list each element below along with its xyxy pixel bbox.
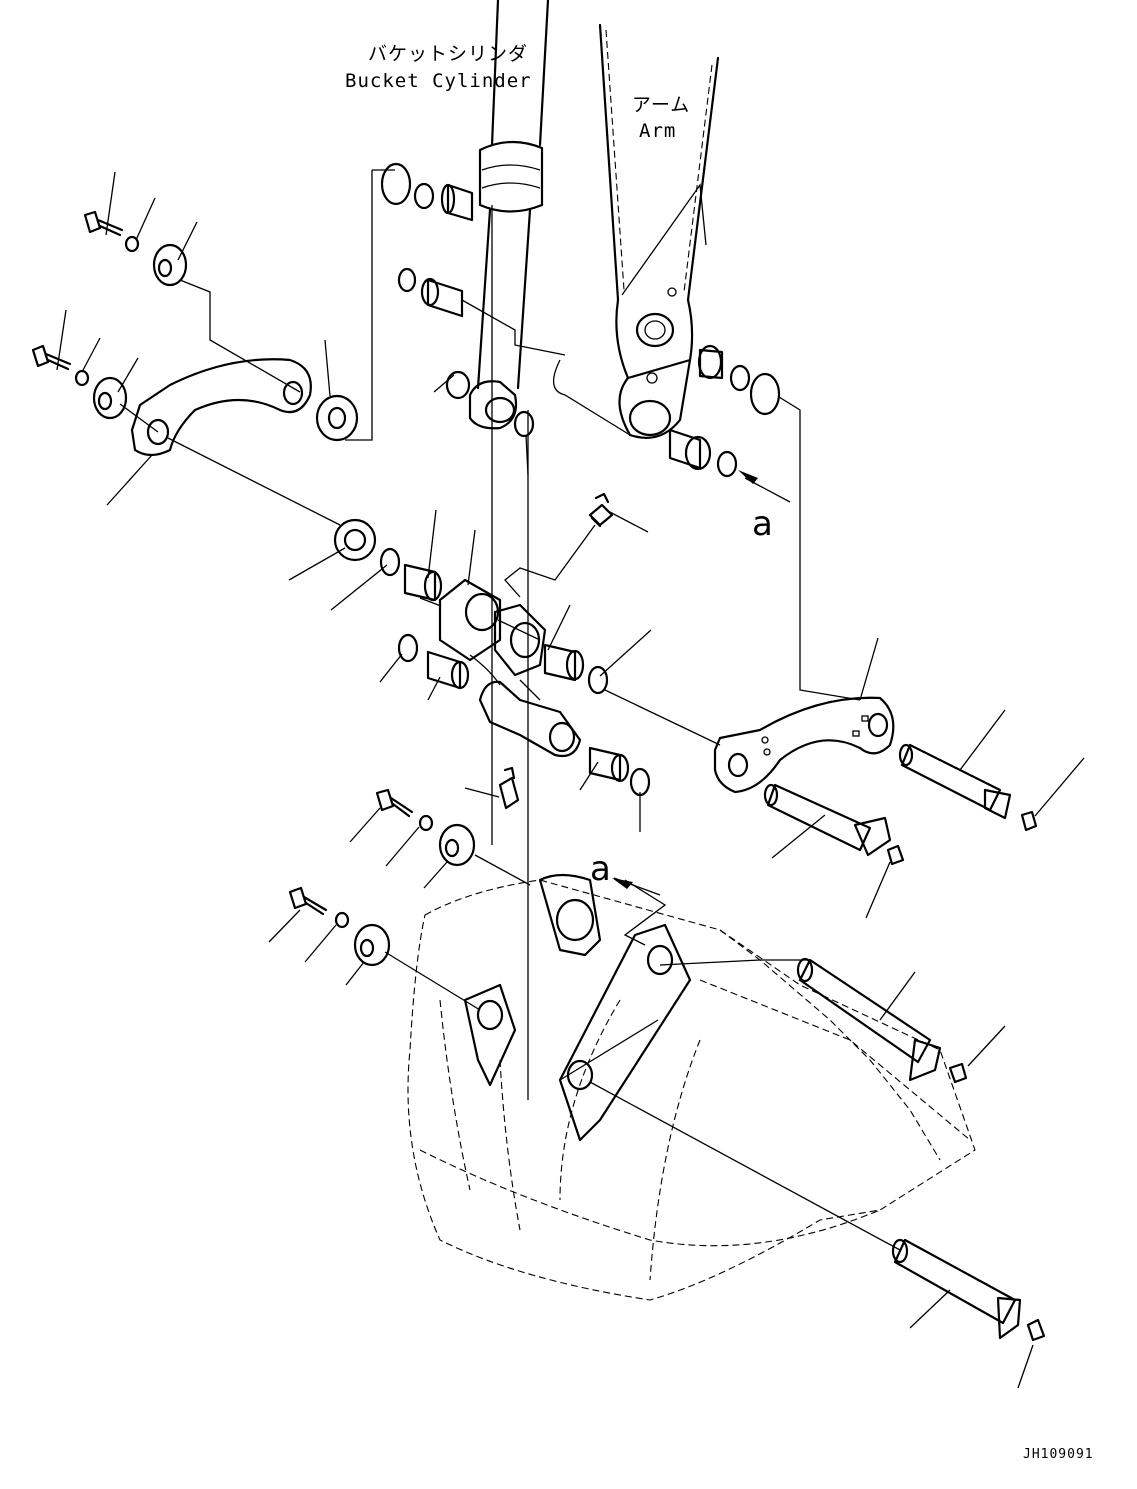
arm: [553, 23, 720, 439]
left-bolts-and-collars: [31, 210, 188, 420]
center-link: [438, 578, 582, 758]
view-ref-a-top: a: [752, 504, 773, 544]
drawing-code: JH109091: [1023, 1447, 1094, 1462]
leader-lines: [56, 171, 1085, 1389]
arm-en-label: Arm: [639, 120, 676, 142]
view-ref-a-bottom: a: [590, 849, 611, 889]
arm-bushings: [380, 162, 781, 478]
lock-bolts: [886, 810, 1046, 1342]
lower-bolts-and-collars: [288, 788, 476, 967]
bucket: [407, 873, 976, 1301]
bucket-cylinder-jp-label: バケットシリンダ: [368, 43, 528, 65]
left-side-link: [130, 358, 359, 457]
grease-fittings: [498, 492, 614, 810]
bucket-cylinder-en-label: Bucket Cylinder: [345, 70, 532, 92]
bucket-cylinder: [468, 0, 550, 430]
arm-jp-label: アーム: [632, 94, 690, 116]
assembly-lines: [119, 169, 901, 1251]
pins: [763, 743, 1022, 1340]
direction-arrows: [612, 470, 758, 889]
right-side-link: [713, 696, 895, 794]
